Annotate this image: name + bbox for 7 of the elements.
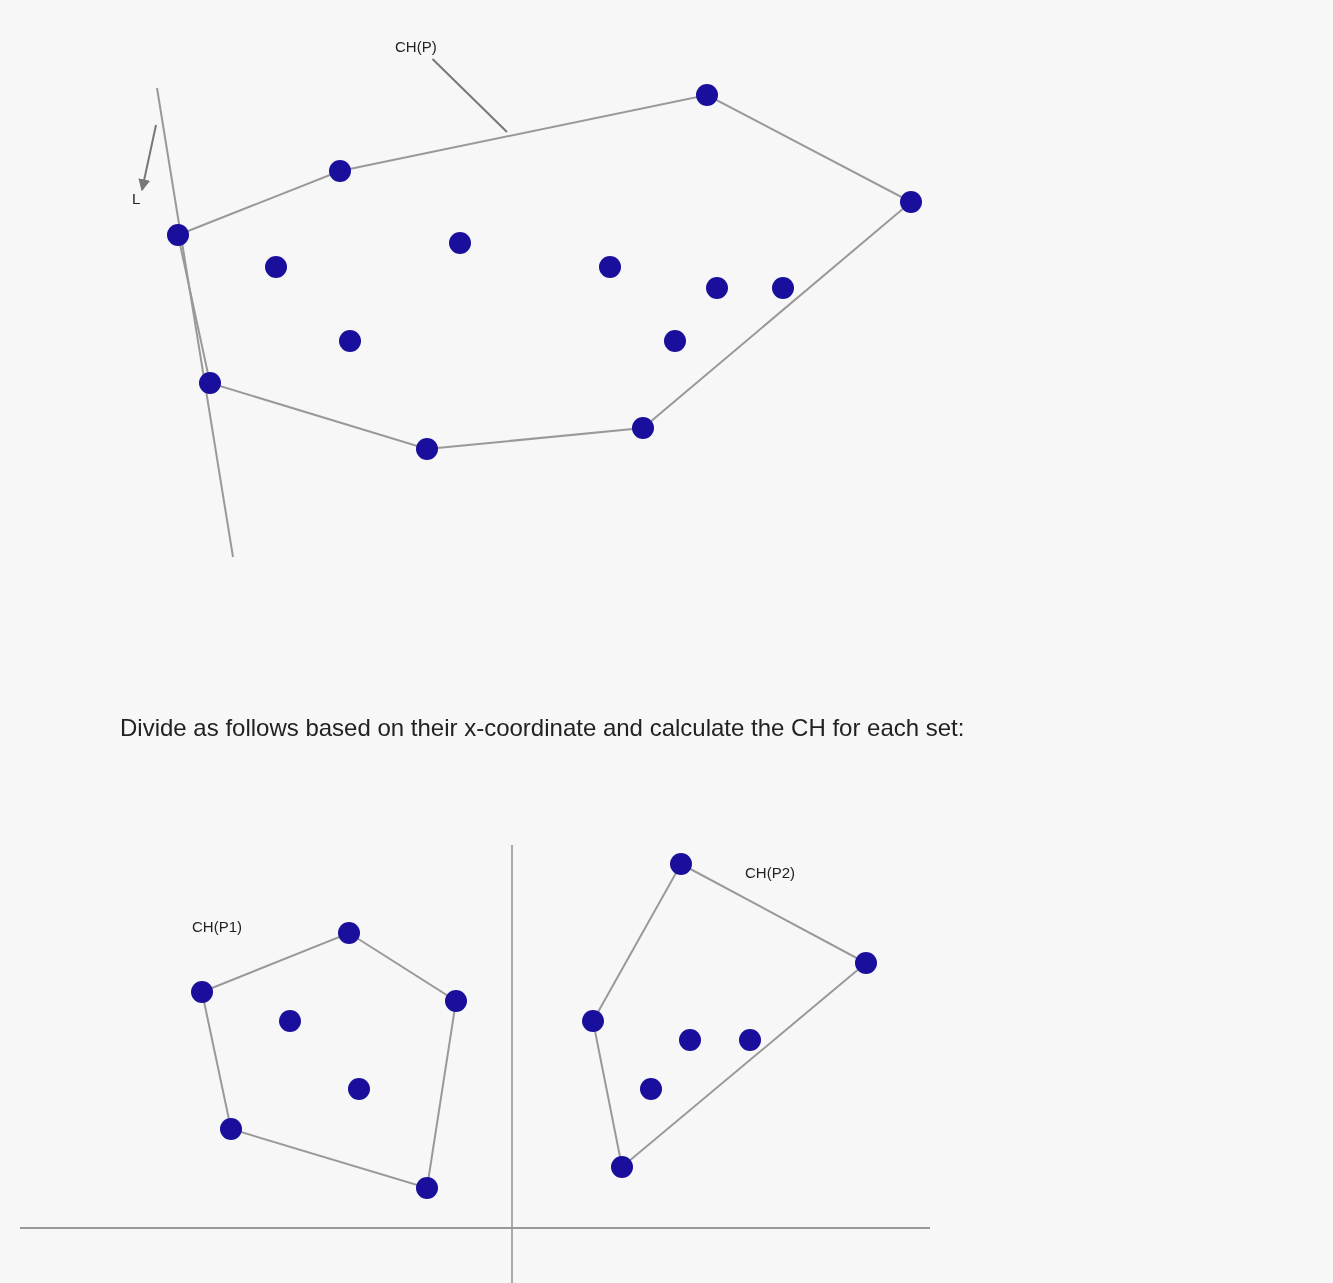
convex-hull-drawing <box>167 84 922 460</box>
node-label: CH(P) <box>395 38 437 55</box>
leader-line <box>431 58 508 133</box>
hull-label: CH(P1) <box>192 918 242 935</box>
line-label: L <box>132 190 141 207</box>
caption-text: Divide as follows based on their x-coordinate and calculate the CH for each set: <box>120 714 965 742</box>
hull-label: CH(P2) <box>745 864 795 881</box>
